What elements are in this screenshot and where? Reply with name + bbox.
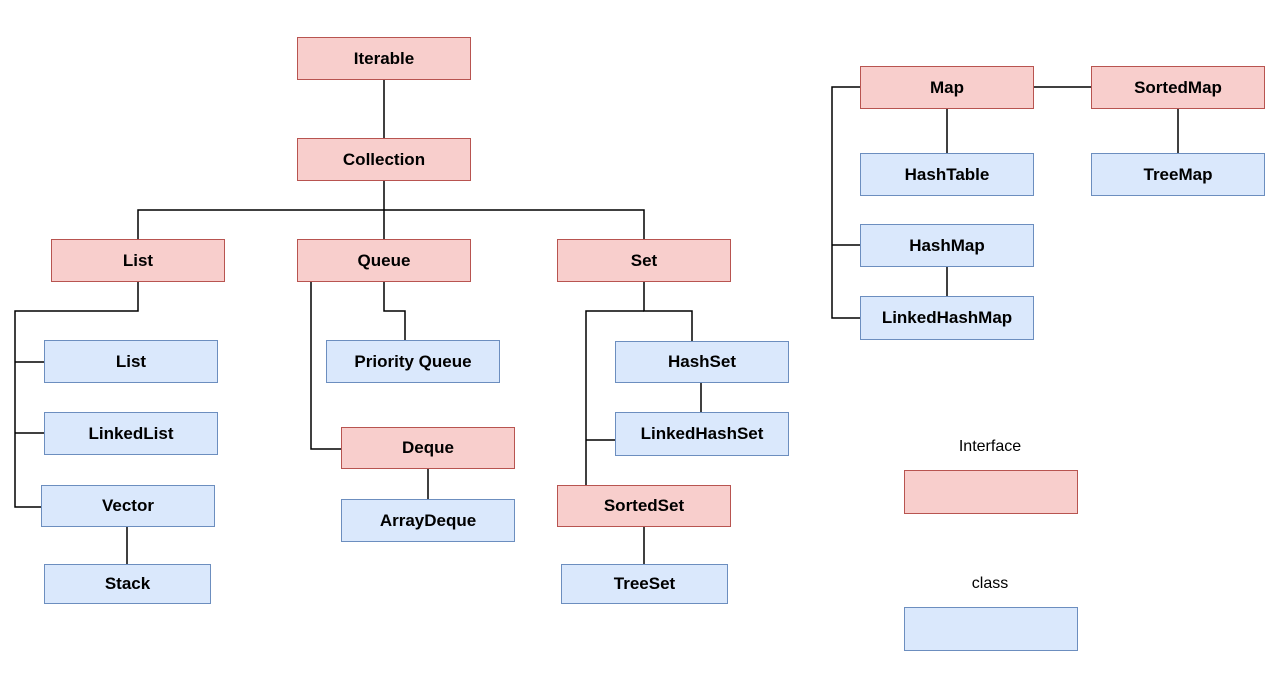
legend-class-label: class [971,575,1009,592]
connector-set-sortedset [585,310,644,485]
sortedmap-node: SortedMap [1091,66,1265,109]
connector-list-children [14,282,139,508]
treemap-node: TreeMap [1091,153,1265,196]
priority-queue-node: Priority Queue [326,340,500,383]
arraydeque-node: ArrayDeque [341,499,515,542]
set-node: Set [557,239,731,282]
list-interface-node: List [51,239,225,282]
connector-collection-branches [137,209,645,239]
sortedset-node: SortedSet [557,485,731,527]
legend-interface-label: Interface [958,438,1022,455]
iterable-node: Iterable [297,37,471,80]
map-node: Map [860,66,1034,109]
connector-map-children [831,86,860,319]
legend-class-swatch [904,607,1078,651]
stack-node: Stack [44,564,211,604]
hashmap-node: HashMap [860,224,1034,267]
hashtable-node: HashTable [860,153,1034,196]
connector-queue-deque [310,282,341,450]
legend-interface-swatch [904,470,1078,514]
list-class-node: List [44,340,218,383]
vector-node: Vector [41,485,215,527]
linkedhashset-node: LinkedHashSet [615,412,789,456]
connector-set-hashset [643,282,693,341]
hashset-node: HashSet [615,341,789,383]
treeset-node: TreeSet [561,564,728,604]
linkedhashmap-node: LinkedHashMap [860,296,1034,340]
connector-queue-priority [383,282,406,340]
collection-node: Collection [297,138,471,181]
queue-node: Queue [297,239,471,282]
linkedlist-node: LinkedList [44,412,218,455]
deque-node: Deque [341,427,515,469]
